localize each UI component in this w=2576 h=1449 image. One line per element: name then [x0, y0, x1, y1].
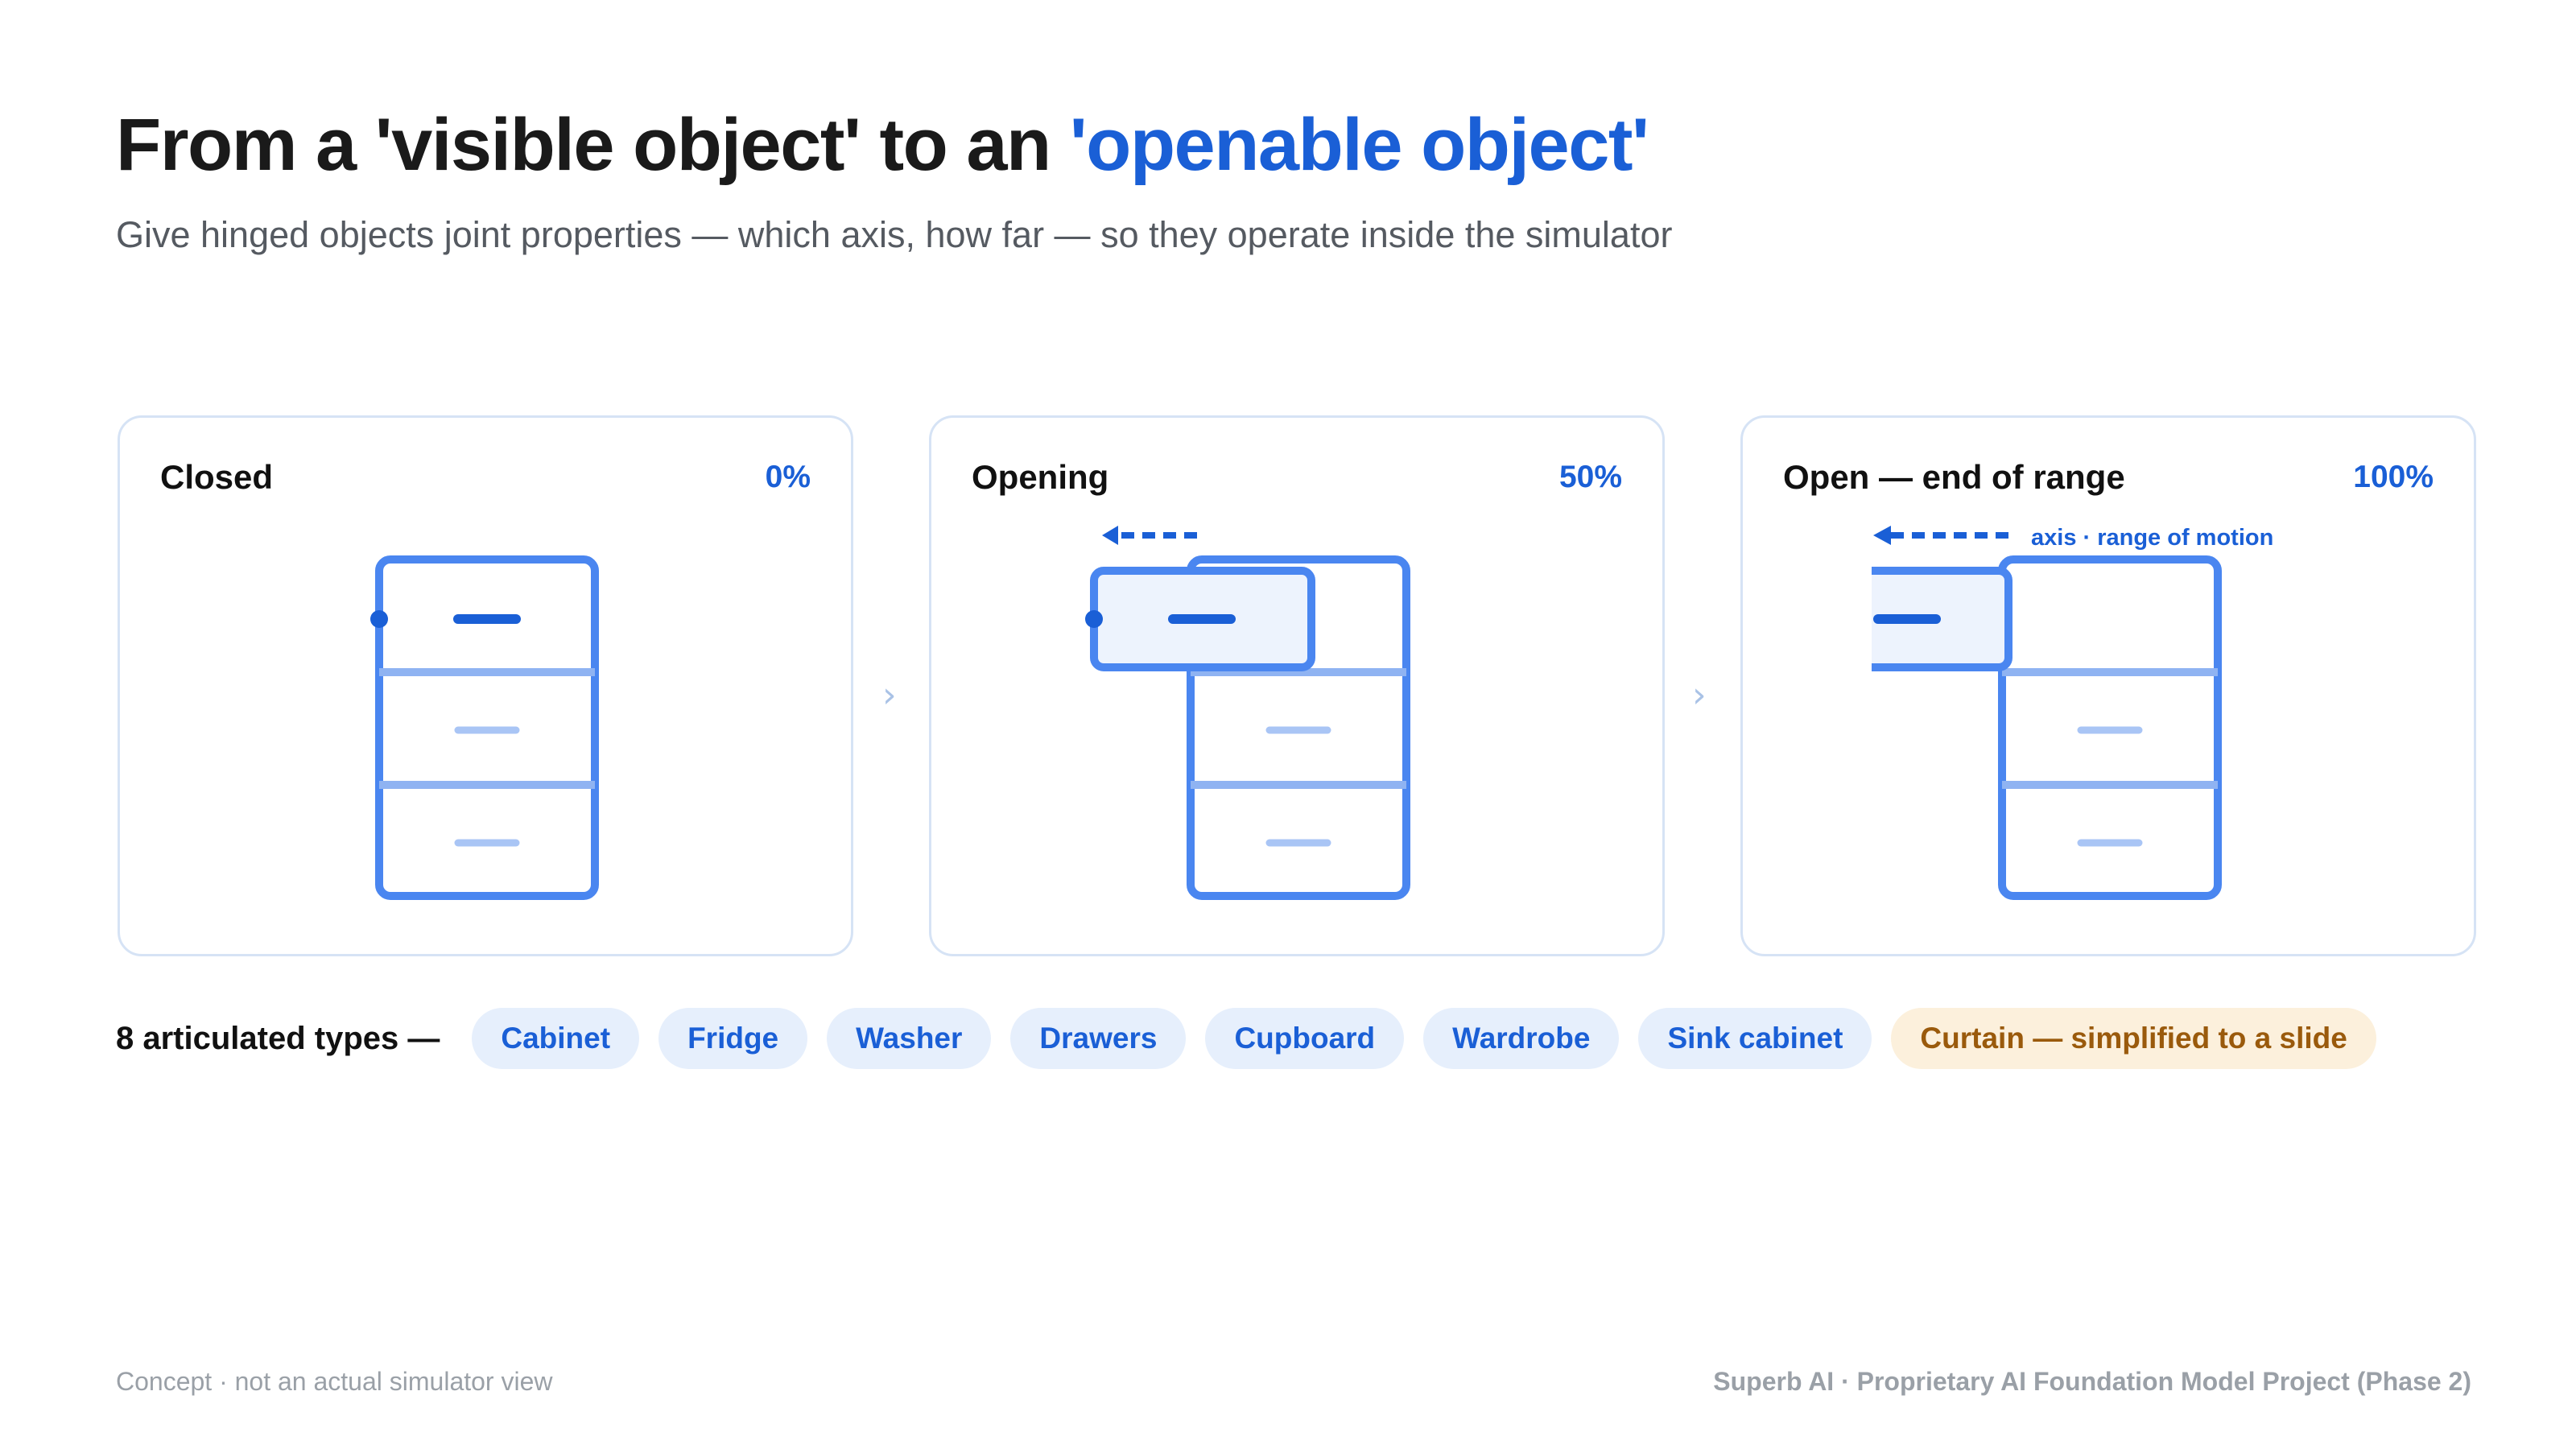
hinge-joint	[370, 610, 388, 628]
type-chip-curtain: Curtain — simplified to a slide	[1891, 1008, 2376, 1069]
panel-percent: 50%	[1558, 460, 1622, 494]
cabinet-closed-illustration	[370, 555, 599, 900]
type-chip-drawers: Drawers	[1010, 1008, 1187, 1069]
panel-closed: Closed 0%	[118, 415, 853, 956]
arrow-left-icon	[1873, 526, 1891, 545]
axis-label: axis · range of motion	[2031, 525, 2273, 551]
cabinet-opening-illustration	[1085, 526, 1410, 900]
footer-credit: Superb AI · Proprietary AI Foundation Mo…	[1713, 1367, 2471, 1396]
footer-note: Concept · not an actual simulator view	[116, 1367, 553, 1396]
panel-title: Open — end of range	[1783, 458, 2125, 496]
chevron-right-icon: ›	[882, 675, 897, 716]
panel-opening: Opening 50%	[929, 415, 1665, 956]
title-accent: 'openable object'	[1069, 104, 1649, 186]
panel-percent: 100%	[2353, 460, 2434, 494]
panel-open: Open — end of range 100% axis · range of…	[1740, 415, 2476, 956]
type-chip-washer: Washer	[827, 1008, 992, 1069]
arrow-left-icon	[1102, 526, 1118, 545]
type-chip-fridge: Fridge	[658, 1008, 808, 1069]
type-chip-cupboard: Cupboard	[1205, 1008, 1405, 1069]
panel-title: Opening	[972, 458, 1109, 496]
cabinet-open-illustration: axis · range of motion	[1872, 525, 2273, 900]
panel-title: Closed	[160, 458, 274, 496]
page-title: From a 'visible object' to an 'openable …	[116, 103, 1649, 188]
title-prefix: From a 'visible object' to an	[116, 104, 1070, 186]
types-label: 8 articulated types —	[116, 1020, 440, 1056]
type-chip-sink-cabinet: Sink cabinet	[1638, 1008, 1872, 1069]
chevron-right-icon: ›	[1692, 675, 1707, 716]
type-chip-wardrobe: Wardrobe	[1423, 1008, 1620, 1069]
panel-percent: 0%	[765, 460, 811, 494]
articulated-types-row: 8 articulated types — Cabinet Fridge Was…	[116, 1008, 2396, 1069]
page-subtitle: Give hinged objects joint properties — w…	[116, 214, 1673, 255]
type-chip-cabinet: Cabinet	[472, 1008, 640, 1069]
hinge-joint	[1085, 610, 1103, 628]
